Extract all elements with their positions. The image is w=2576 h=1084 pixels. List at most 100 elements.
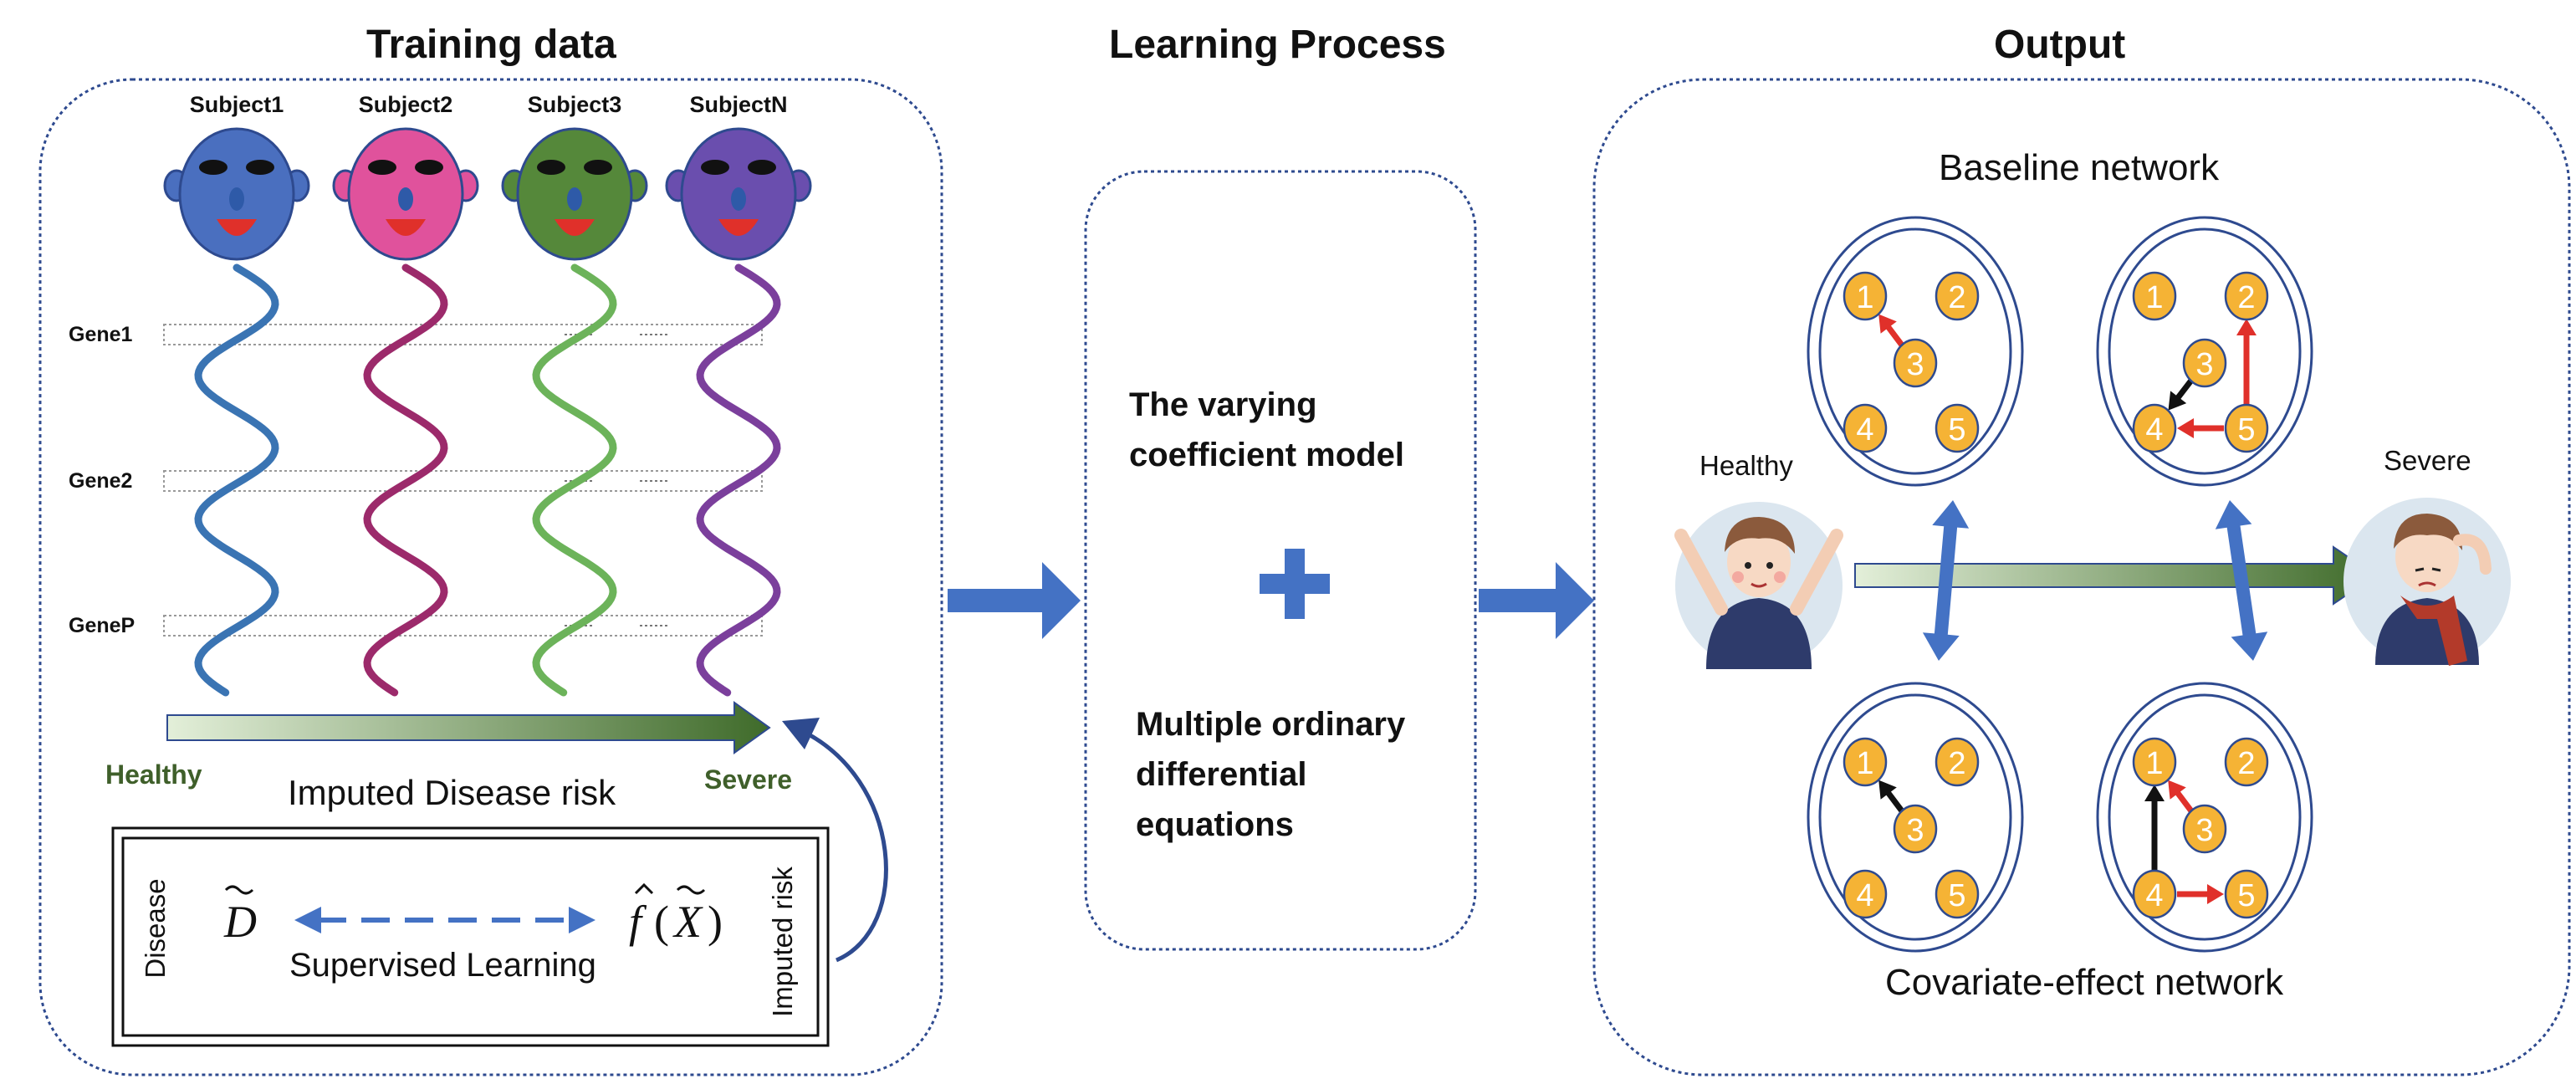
output-title: Output — [1994, 23, 2126, 67]
learning-text-line2: coefficient model — [1129, 437, 1404, 473]
imputed-function-symbol: f ( X ) — [629, 882, 723, 947]
network-3-node-4 — [1843, 869, 1888, 919]
feedback-curve-arrow — [797, 727, 888, 963]
block-arrow-1 — [948, 562, 1081, 639]
output-healthy-label: Healthy — [1699, 450, 1793, 481]
subject-face-2 — [332, 127, 479, 261]
network-2-node-4 — [2132, 403, 2177, 453]
network-2-node-label-1: 1 — [2145, 280, 2163, 315]
dashed-arrowhead-right — [569, 907, 595, 933]
network-3-node-label-2: 2 — [1948, 746, 1965, 781]
dna-strand-3 — [532, 263, 617, 697]
disease-symbol: D — [223, 885, 257, 947]
dna-strand-4 — [696, 263, 781, 697]
gene-label-p: GeneP — [69, 614, 135, 637]
gene-rows — [163, 324, 763, 637]
double-arrow-right — [2215, 500, 2268, 661]
svg-text:(: ( — [654, 897, 669, 947]
supervised-box-outer — [111, 826, 830, 1047]
double-arrow-left — [1922, 500, 1970, 661]
subject-label-n: SubjectN — [689, 92, 788, 117]
learning-title: Learning Process — [1109, 23, 1446, 67]
training-risk-arrow — [166, 701, 771, 754]
network-1-node-3 — [1893, 338, 1938, 388]
learning-text-line5: equations — [1136, 806, 1294, 843]
disease-axis-label: Disease — [140, 878, 171, 979]
network-3: 1 234 5 — [1807, 682, 2024, 953]
network-4-node-label-2: 2 — [2237, 746, 2255, 781]
subject-face-1 — [163, 127, 310, 261]
training-title: Training data — [366, 23, 616, 67]
imputed-risk-axis-label: Imputed risk — [767, 867, 798, 1017]
feedback-arrowhead — [782, 718, 820, 749]
network-2-node-label-3: 3 — [2195, 347, 2213, 382]
output-panel — [1592, 78, 2571, 1076]
network-1-node-4 — [1843, 403, 1888, 453]
dna-strand-1 — [194, 263, 279, 697]
supervised-box-inner — [121, 836, 820, 1037]
network-3-node-label-3: 3 — [1906, 813, 1924, 848]
training-severe-label: Severe — [704, 764, 792, 795]
subject-label-1: Subject1 — [189, 92, 284, 117]
dashed-arrowhead-left — [294, 907, 321, 933]
network-2-node-label-2: 2 — [2237, 280, 2255, 315]
block-arrow-2 — [1479, 562, 1594, 639]
network-4: 1 234 5 — [2096, 682, 2313, 953]
learning-text-line1: The varying — [1129, 386, 1317, 423]
covariate-effect-network-label: Covariate-effect network — [1885, 962, 2284, 1003]
gene-label-2: Gene2 — [69, 469, 133, 493]
network-3-node-5 — [1935, 869, 1980, 919]
supervised-learning-label: Supervised Learning — [289, 947, 596, 984]
network-2-node-label-5: 5 — [2237, 412, 2255, 447]
imputed-disease-risk-label: Imputed Disease risk — [288, 773, 616, 812]
subject-label-2: Subject2 — [358, 92, 453, 117]
network-1-node-label-4: 4 — [1856, 412, 1873, 447]
network-4-node-3 — [2182, 804, 2227, 854]
subject-face-3 — [501, 127, 648, 261]
network-2: 1 234 5 — [2096, 216, 2313, 487]
learning-text-line4: differential — [1136, 756, 1307, 793]
healthy-person-illustration — [1674, 502, 1843, 669]
network-4-node-4 — [2132, 869, 2177, 919]
network-3-node-label-4: 4 — [1856, 878, 1873, 913]
network-1-node-1 — [1843, 271, 1888, 321]
network-1-node-label-5: 5 — [1948, 412, 1965, 447]
network-2-node-5 — [2224, 403, 2269, 453]
network-2-node-1 — [2132, 271, 2177, 321]
network-3-node-3 — [1893, 804, 1938, 854]
network-4-node-label-4: 4 — [2145, 878, 2163, 913]
output-risk-arrow — [1854, 545, 2377, 606]
network-4-node-2 — [2224, 737, 2269, 787]
network-2-node-2 — [2224, 271, 2269, 321]
svg-text:X: X — [672, 897, 703, 947]
network-1-node-5 — [1935, 403, 1980, 453]
network-4-node-5 — [2224, 869, 2269, 919]
network-1-node-2 — [1935, 271, 1980, 321]
svg-text:D: D — [223, 897, 257, 947]
network-3-node-2 — [1935, 737, 1980, 787]
output-severe-label: Severe — [2384, 445, 2471, 476]
network-3-node-label-5: 5 — [1948, 878, 1965, 913]
network-1-node-label-3: 3 — [1906, 347, 1924, 382]
network-3-node-1 — [1843, 737, 1888, 787]
network-4-node-label-3: 3 — [2195, 813, 2213, 848]
network-4-node-1 — [2132, 737, 2177, 787]
network-1-node-label-1: 1 — [1856, 280, 1873, 315]
network-4-node-label-5: 5 — [2237, 878, 2255, 913]
severe-person-illustration — [2343, 498, 2511, 666]
network-1: 1 234 5 — [1807, 216, 2024, 487]
network-1-node-label-2: 2 — [1948, 280, 1965, 315]
dna-strand-2 — [363, 263, 448, 697]
learning-panel — [1084, 170, 1477, 951]
network-4-node-label-1: 1 — [2145, 746, 2163, 781]
subject-face-4 — [665, 127, 812, 261]
baseline-network-label: Baseline network — [1939, 147, 2220, 188]
learning-text-line3: Multiple ordinary — [1136, 706, 1406, 743]
training-healthy-label: Healthy — [105, 759, 202, 790]
svg-text:f: f — [629, 897, 647, 947]
network-3-node-label-1: 1 — [1856, 746, 1873, 781]
network-2-node-label-4: 4 — [2145, 412, 2163, 447]
network-2-node-3 — [2182, 338, 2227, 388]
